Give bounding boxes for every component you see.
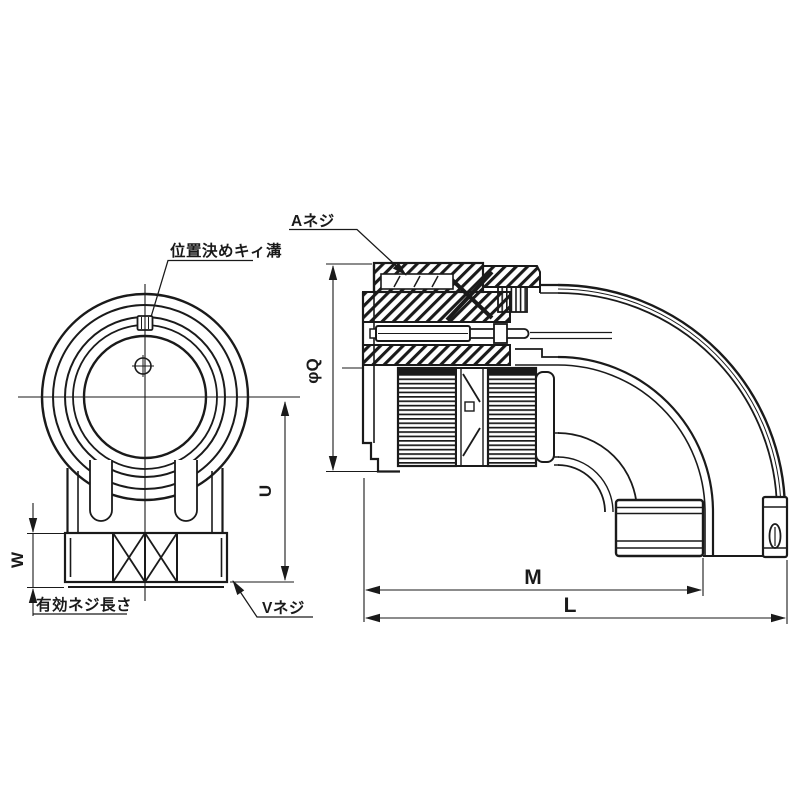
dim-label-u: U [256, 485, 275, 497]
top-cap [482, 265, 541, 313]
dim-w [27, 503, 64, 616]
front-centerlines [18, 284, 300, 601]
dim-label-l: L [564, 594, 577, 617]
callout-v-thread [232, 580, 313, 618]
dim-label-phi-q: φQ [303, 358, 322, 383]
dimensions [27, 228, 788, 624]
label-positioning-key-groove: 位置決めキィ溝 [170, 241, 282, 260]
callout-a-thread [289, 228, 407, 276]
front-view [18, 284, 300, 601]
sectioned-body [362, 270, 511, 366]
drawing-labels: 位置決めキィ溝 Aネジ φQ U W 有効ネジ長さ Vネジ M L [8, 212, 577, 617]
label-effective-thread-length: 有効ネジ長さ [36, 595, 132, 614]
label-v-thread: Vネジ [262, 599, 305, 617]
label-a-thread: Aネジ [291, 212, 335, 230]
side-view [342, 261, 789, 559]
a-thread-block [372, 261, 485, 294]
dim-label-w: W [8, 551, 27, 568]
threaded-neck [66, 460, 224, 533]
dim-m-l [363, 478, 788, 624]
dim-phi-q [326, 263, 400, 473]
neck-slot-left [89, 460, 113, 522]
cable-clamp [614, 495, 789, 559]
dim-label-m: M [524, 566, 542, 589]
hex-nut [63, 531, 229, 588]
callout-positioning-key-groove [150, 259, 253, 318]
coupling-ring [396, 366, 555, 468]
neck-slot-right [174, 460, 198, 522]
contact-pin [369, 323, 612, 344]
master-key-hole [132, 355, 154, 377]
